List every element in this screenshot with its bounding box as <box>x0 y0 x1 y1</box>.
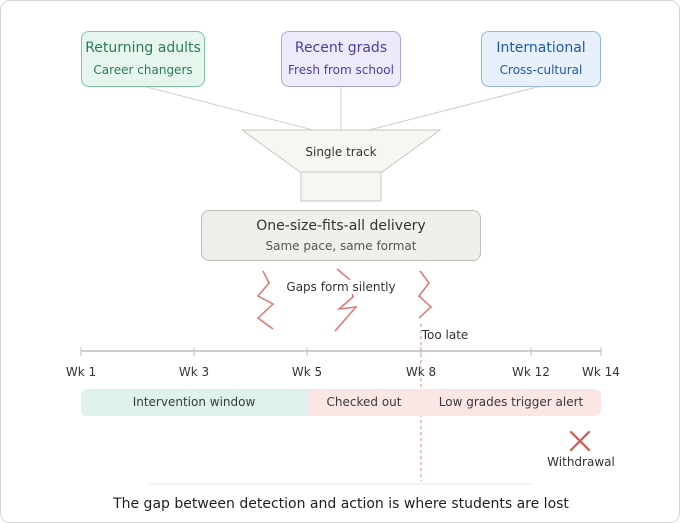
band-low-grades-alert: Low grades trigger alert <box>421 389 601 416</box>
funnel-label: Single track <box>305 145 377 159</box>
band-intervention-window: Intervention window <box>81 389 307 416</box>
tick-label-wk8: Wk 8 <box>405 365 437 379</box>
tick-label-wk14: Wk 14 <box>582 365 620 379</box>
gap-zigzag-left <box>256 270 275 330</box>
gaps-label: Gaps form silently <box>283 280 399 294</box>
gap-zigzag-right <box>417 270 433 319</box>
funnel-spout <box>300 171 382 202</box>
tick-label-wk12: Wk 12 <box>512 365 550 379</box>
delivery-title: One-size-fits-all delivery <box>256 218 426 234</box>
band-checked-out: Checked out <box>307 389 421 416</box>
gap-zigzag-middle <box>334 268 358 332</box>
group-subtitle: Cross-cultural <box>499 63 583 77</box>
tick-label-wk3: Wk 3 <box>178 365 210 379</box>
group-box-returning-adults: Returning adults Career changers <box>81 31 205 87</box>
delivery-box: One-size-fits-all delivery Same pace, sa… <box>201 210 481 261</box>
group-box-recent-grads: Recent grads Fresh from school <box>281 31 401 87</box>
group-title: International <box>496 40 586 56</box>
tick-label-wk5: Wk 5 <box>291 365 323 379</box>
connector-returning-adults <box>142 85 314 131</box>
group-subtitle: Fresh from school <box>288 63 394 77</box>
diagram-caption: The gap between detection and action is … <box>113 496 569 512</box>
delivery-subtitle: Same pace, same format <box>265 239 417 253</box>
tick-label-wk1: Wk 1 <box>65 365 97 379</box>
too-late-label: Too late <box>421 328 469 342</box>
funnel-shape <box>240 129 442 173</box>
group-box-international: International Cross-cultural <box>481 31 601 87</box>
withdrawal-x-icon <box>569 430 591 452</box>
group-title: Recent grads <box>294 40 388 56</box>
group-title: Returning adults <box>85 40 201 56</box>
group-subtitle: Career changers <box>93 63 193 77</box>
withdrawal-label: Withdrawal <box>547 455 615 469</box>
connector-international <box>368 85 542 131</box>
